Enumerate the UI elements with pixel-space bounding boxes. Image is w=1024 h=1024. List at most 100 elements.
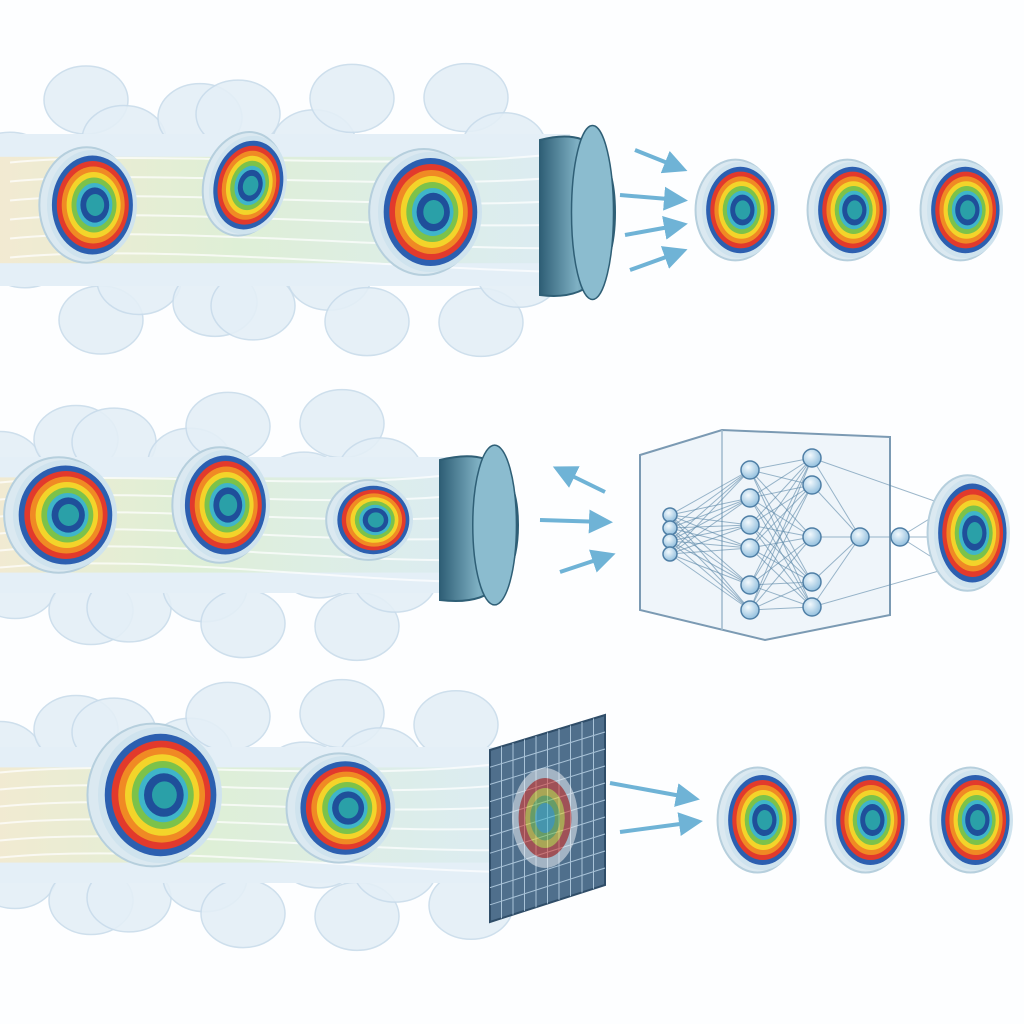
vortex-ring-icon xyxy=(694,158,778,262)
fog-blob xyxy=(324,286,410,357)
lens-face xyxy=(570,124,615,301)
network-edge xyxy=(749,547,813,583)
network-edge xyxy=(811,536,861,608)
network-edge xyxy=(669,514,751,586)
network-edge xyxy=(669,497,751,516)
ring-band xyxy=(967,522,983,544)
fog-blob xyxy=(185,681,271,752)
ring-band xyxy=(757,810,773,830)
arrow-icon xyxy=(629,246,688,272)
network-edge xyxy=(811,484,861,538)
arrow-icon xyxy=(552,466,606,494)
network-edge xyxy=(749,469,813,583)
vortex-ring-icon xyxy=(3,456,117,574)
network-node xyxy=(802,597,822,617)
ring-band xyxy=(338,797,359,819)
network-edge xyxy=(669,527,751,549)
network-node xyxy=(802,475,822,495)
network-node xyxy=(802,448,822,468)
network-edge xyxy=(749,581,813,611)
network-edge xyxy=(749,457,813,586)
network-edge xyxy=(669,524,751,555)
ring-band xyxy=(367,512,384,528)
arrow-icon xyxy=(634,148,688,174)
network-edge xyxy=(749,457,813,499)
network-edge xyxy=(669,540,751,549)
network-node xyxy=(740,600,760,620)
network-edge xyxy=(749,497,813,583)
network-edge xyxy=(669,469,751,542)
beam-streak xyxy=(0,835,541,852)
network-edge xyxy=(669,540,751,586)
network-node xyxy=(740,460,760,480)
network-edge xyxy=(749,484,813,549)
ring-band xyxy=(535,803,555,833)
network-node xyxy=(662,520,678,536)
ring-band xyxy=(865,810,881,830)
network-edge xyxy=(669,497,751,555)
network-node xyxy=(802,572,822,592)
network-edge xyxy=(749,536,813,586)
vortex-ring-icon xyxy=(806,158,890,262)
beam-streak xyxy=(0,779,541,792)
arrow-icon xyxy=(624,216,688,240)
beam-streak xyxy=(0,852,541,874)
network-node xyxy=(662,546,678,562)
network-edge xyxy=(749,484,813,526)
ring-band xyxy=(152,781,177,809)
arrow-icon xyxy=(619,186,688,211)
network-edge xyxy=(749,606,813,611)
network-edge xyxy=(749,497,813,608)
vortex-ring-icon xyxy=(716,766,800,874)
fog-blob xyxy=(200,588,286,659)
ring-band xyxy=(735,200,751,220)
network-node xyxy=(850,527,870,547)
vortex-ring-icon xyxy=(926,474,1010,592)
network-edge xyxy=(669,547,751,555)
network-edge xyxy=(749,457,813,611)
beam-streak xyxy=(0,818,541,831)
vortex-ring-icon xyxy=(38,146,137,264)
ring-band xyxy=(219,494,238,516)
beam-streak xyxy=(0,756,541,774)
vortex-ring-icon xyxy=(285,752,395,864)
network-edge xyxy=(749,457,813,549)
network-edge xyxy=(669,524,751,542)
ring-band xyxy=(847,200,863,220)
network-edge xyxy=(749,524,813,538)
network-edge xyxy=(749,469,813,608)
network-node xyxy=(802,527,822,547)
vortex-ring-icon xyxy=(919,158,1003,262)
grid-line xyxy=(489,867,606,906)
network-node xyxy=(890,527,910,547)
vortex-ring-icon xyxy=(368,148,482,276)
vortex-ring-icon xyxy=(929,766,1013,874)
lens-icon xyxy=(539,124,617,301)
network-edge xyxy=(811,564,961,608)
ring-band xyxy=(242,175,259,196)
ring-band xyxy=(58,504,80,526)
network-node xyxy=(740,515,760,535)
neural-network-icon xyxy=(639,428,961,642)
network-node xyxy=(740,538,760,558)
vortex-ring-icon xyxy=(201,131,287,237)
network-node xyxy=(740,575,760,595)
network-edge xyxy=(669,514,751,549)
vortex-ring-icon xyxy=(824,766,908,874)
ring-band xyxy=(86,194,105,216)
lens-icon xyxy=(439,444,520,606)
network-edge xyxy=(749,547,813,608)
network-edge xyxy=(749,536,813,549)
network-edge xyxy=(669,553,751,586)
network-edge xyxy=(669,497,751,542)
network-edge xyxy=(749,524,813,608)
network-edge xyxy=(749,484,813,611)
fog-blob xyxy=(200,878,286,949)
arrow-icon xyxy=(619,812,703,837)
network-edge xyxy=(669,553,751,611)
vortex-ring-icon xyxy=(86,722,222,868)
vortex-ring-icon xyxy=(325,479,413,561)
fog-cloud-icon xyxy=(0,678,541,952)
